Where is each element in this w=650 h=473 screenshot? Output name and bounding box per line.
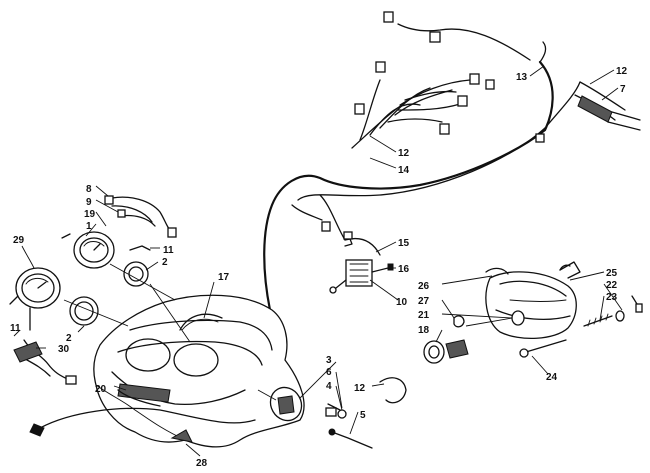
callout-27: 27 — [418, 296, 430, 307]
callout-10: 10 — [396, 297, 408, 308]
callout-15: 15 — [398, 238, 410, 249]
tach-wiring — [13, 307, 77, 385]
reflector — [170, 429, 193, 443]
callout-11: 11 — [10, 323, 21, 334]
callout-6: 6 — [326, 367, 332, 378]
callout-2: 2 — [162, 257, 168, 268]
speedometer-gauge — [73, 231, 115, 269]
callout-1: 1 — [86, 221, 92, 232]
callout-leaders — [13, 65, 623, 457]
callout-3: 3 — [326, 355, 332, 366]
connector — [383, 11, 394, 23]
callout-11: 11 — [163, 245, 174, 256]
callout-22: 22 — [606, 280, 618, 291]
connector — [439, 123, 450, 135]
tail-harness-tube — [577, 95, 613, 123]
hood-dash-panel — [93, 294, 305, 448]
callout-24: 24 — [546, 372, 558, 383]
callout-30: 30 — [58, 344, 70, 355]
voltage-regulator — [329, 231, 394, 294]
connector — [429, 31, 441, 43]
callout-23: 23 — [606, 292, 618, 303]
connector — [469, 73, 480, 85]
main-wiring-harness — [263, 11, 641, 372]
hardware-fasteners — [61, 233, 193, 443]
callout-4: 4 — [326, 381, 332, 392]
gauge-bezel-ring — [123, 261, 149, 287]
tachometer-gauge — [9, 267, 61, 309]
callout-12: 12 — [616, 66, 628, 77]
callout-12: 12 — [354, 383, 366, 394]
callout-19: 19 — [84, 209, 96, 220]
callout-25: 25 — [606, 268, 618, 279]
connector — [375, 61, 386, 73]
callout-26: 26 — [418, 281, 430, 292]
lower-lead-wire — [29, 407, 256, 437]
tail-light-assembly — [423, 261, 643, 364]
connector — [485, 79, 495, 90]
callout-21: 21 — [418, 310, 430, 321]
callout-13: 13 — [516, 72, 528, 83]
callout-16: 16 — [398, 264, 410, 275]
connector — [535, 133, 545, 143]
headlight-bulb-socket — [257, 377, 407, 449]
callout-28: 28 — [196, 458, 208, 469]
gauge-wiring — [104, 195, 177, 251]
connector — [321, 221, 331, 232]
callout-29: 29 — [13, 235, 25, 246]
callout-18: 18 — [418, 325, 430, 336]
callout-20: 20 — [95, 384, 107, 395]
callout-8: 8 — [86, 184, 92, 195]
callout-7: 7 — [620, 84, 626, 95]
callout-labels: 8 9 19 1 11 2 29 11 2 30 20 17 28 3 6 4 … — [10, 66, 628, 469]
callout-2: 2 — [66, 333, 72, 344]
callout-17: 17 — [218, 272, 230, 283]
callout-9: 9 — [86, 197, 92, 208]
callout-12: 12 — [398, 148, 410, 159]
gauge-bezel-ring — [69, 296, 99, 326]
callout-5: 5 — [360, 410, 366, 421]
connector — [457, 95, 468, 107]
connector — [354, 103, 365, 115]
callout-14: 14 — [398, 165, 410, 176]
